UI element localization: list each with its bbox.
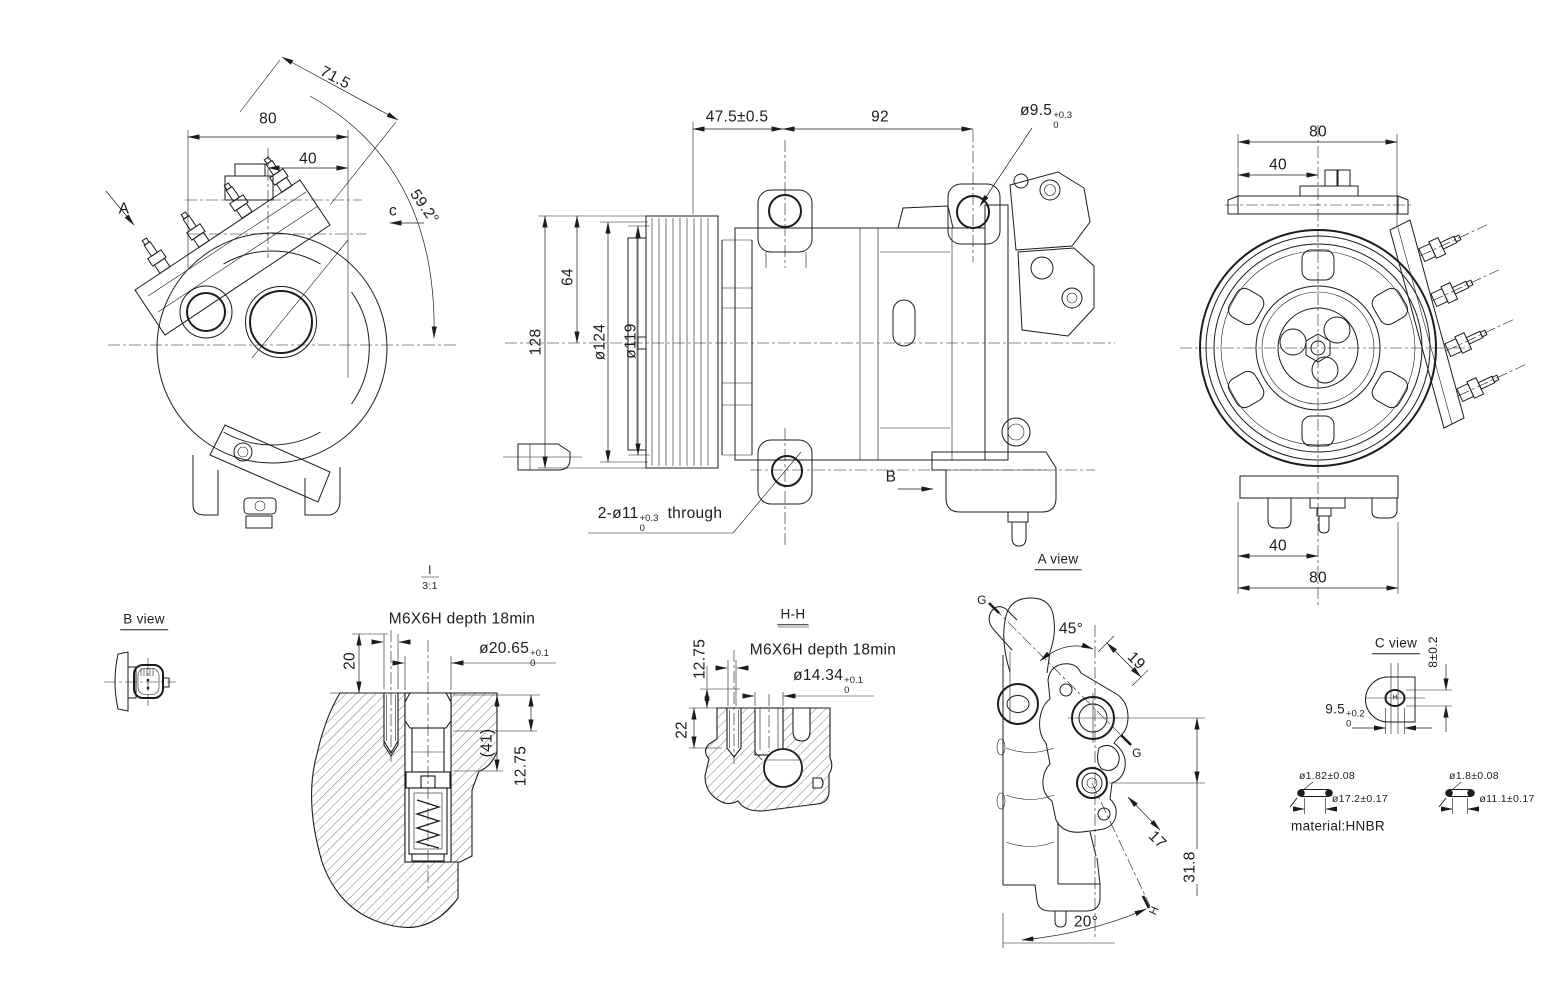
a-view-angle-20: 20° [1073,913,1099,931]
section-i-dim-41: (41) [478,728,496,758]
oring-small-cross-section: ø1.8±0.08 [1449,769,1499,782]
section-i-scale: 3:1 [422,579,438,592]
section-hh [689,626,874,812]
view-arrow-a: A [118,200,130,218]
dim-front-top-half: 40 [1269,156,1287,174]
dim-iso-width: 80 [259,110,277,128]
section-i-dim-20: 20 [341,652,359,670]
section-mark-g-end: G [1132,746,1142,760]
c-view-hole-mark: H [1392,694,1398,702]
a-view-dim-318: 31.8 [1181,851,1199,883]
iso-rear-view [105,56,458,529]
dim-front-bottom-full: 80 [1309,569,1327,587]
oring-small-inner-dia: ø11.1±0.17 [1479,792,1535,805]
dim-iso-half: 40 [299,150,317,168]
section-hh-dim-1275: 12.75 [691,638,709,680]
c-view [1352,663,1452,734]
dim-center-height: 64 [559,268,577,286]
b-view-title: B view [120,612,168,630]
dim-overall-height: 128 [527,328,545,356]
a-view-detail [988,597,1205,948]
side-view [503,122,1115,547]
a-view-title: A view [1034,552,1082,570]
section-mark-g-start: G [977,593,987,607]
dim-front-bottom-half: 40 [1269,537,1287,555]
oring-material-note: material:HNBR [1291,818,1385,834]
section-hh-thread-note: M6X6H depth 18min [749,641,897,659]
oring-large-inner-dia: ø17.2±0.17 [1331,792,1389,805]
section-hh-title: H-H [777,607,809,625]
b-view [104,651,176,712]
section-i-label: I [428,563,432,577]
section-i [311,576,556,928]
dim-pulley-offset: 47.5±0.5 [705,108,769,126]
oring-details [1289,781,1479,814]
dim-pulley-od: ø124 [591,323,609,361]
oring-large-cross-section: ø1.82±0.08 [1298,769,1356,782]
section-i-thread-note: M6X6H depth 18min [388,610,536,628]
dim-body-length: 92 [871,108,889,126]
c-view-dim-height: 8±0.2 [1426,636,1440,668]
section-i-dim-1275: 12.75 [512,745,530,787]
view-arrow-c: c [388,202,398,220]
dim-front-top-full: 80 [1309,123,1327,141]
a-view-angle-45: 45° [1058,620,1084,638]
front-view [1180,125,1526,605]
section-hh-dim-22: 22 [673,721,691,739]
dim-pulley-groove-dia: ø119 [622,323,640,359]
view-arrow-b: B [885,468,897,486]
c-view-title: C view [1371,636,1421,654]
